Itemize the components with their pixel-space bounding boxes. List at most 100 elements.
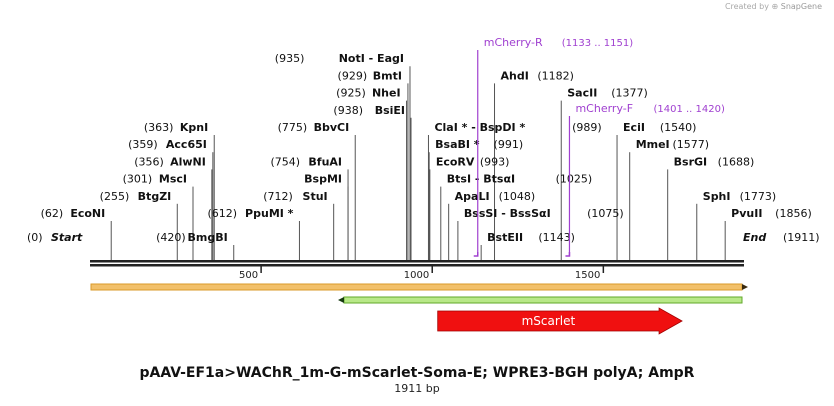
enzyme-site-acc65i[interactable]: Acc65I (359) xyxy=(128,138,207,151)
credit-brand: SnapGene xyxy=(780,2,822,11)
primer-name: mCherry-R xyxy=(484,36,543,49)
enzyme-site-alwni[interactable]: AlwNI (356) xyxy=(134,155,206,168)
enzyme-name: SphI xyxy=(703,190,731,203)
enzyme-name: BspMI xyxy=(304,173,342,186)
enzyme-pos: (712) xyxy=(263,190,293,203)
end-marker: End (1911) xyxy=(743,231,820,244)
enzyme-pos: (62) xyxy=(41,207,64,220)
enzyme-site-mmei[interactable]: MmeI(1577) xyxy=(636,138,709,151)
enzyme-pos: (938) xyxy=(333,104,363,117)
ruler-tick-label: 500 xyxy=(239,270,258,281)
enzyme-pos: (356) xyxy=(134,155,164,168)
enzyme-site-ecorv[interactable]: EcoRV (993) xyxy=(436,155,510,168)
enzyme-site-stui[interactable]: StuI (712) xyxy=(263,190,327,203)
ruler-tick-label: 1500 xyxy=(575,270,600,281)
enzyme-pos: (989) xyxy=(572,121,602,134)
enzyme-site-bmgbi[interactable]: BmgBI(420) xyxy=(156,231,228,244)
enzyme-pos: (359) xyxy=(128,138,158,151)
enzyme-site-sacii[interactable]: SacII(1377) xyxy=(567,87,648,100)
enzyme-name: BstEII xyxy=(487,231,523,244)
enzyme-site-bsrgi[interactable]: BsrGI (1688) xyxy=(674,155,755,168)
enzyme-site-pvuii[interactable]: PvuII(1856) xyxy=(731,207,812,220)
snapgene-credit: Created by ⊕ SnapGene xyxy=(725,2,822,11)
enzyme-pos: (363) xyxy=(144,121,174,134)
enzyme-pos: (1025) xyxy=(556,173,593,186)
enzyme-site-bspmi[interactable]: BspMI xyxy=(304,173,342,186)
enzyme-site-noti[interactable]: NotI - EagI (935) xyxy=(275,52,404,65)
enzyme-pos: (993) xyxy=(480,155,510,168)
enzyme-site-bbvci[interactable]: BbvCI(775) xyxy=(278,121,350,134)
enzyme-name: StuI xyxy=(303,190,328,203)
enzyme-site-btsi[interactable]: BtsI - BtsαI (1025) xyxy=(447,173,592,186)
plasmid-length: 1911 bp xyxy=(394,382,440,395)
enzyme-name: BmgBI xyxy=(188,231,228,244)
snapgene-logo-icon: ⊕ xyxy=(771,2,779,11)
start-label: Start xyxy=(51,231,83,244)
enzyme-pos: (925) xyxy=(336,87,366,100)
enzyme-site-apali[interactable]: ApaLI(1048) xyxy=(455,190,536,203)
enzyme-pos: (612) xyxy=(207,207,237,220)
enzyme-pos: (301) xyxy=(123,173,153,186)
enzyme-site-ppumi[interactable]: PpuMI * (612) xyxy=(207,207,293,220)
enzyme-site-bsssi[interactable]: BssSI - BssSαI(1075) xyxy=(464,207,624,220)
primer-name: mCherry-F xyxy=(575,102,633,115)
enzyme-pos: (1377) xyxy=(611,87,648,100)
enzyme-name: BsrGI xyxy=(674,155,707,168)
enzyme-pos: (1540) xyxy=(660,121,697,134)
orange-track xyxy=(90,283,748,291)
enzyme-name: EcoRV xyxy=(436,155,475,168)
enzyme-site-clai[interactable]: ClaI * - BspDI *(989) xyxy=(434,121,601,134)
enzyme-name: PpuMI * xyxy=(245,207,294,220)
enzyme-name: BtgZI xyxy=(138,190,172,203)
enzyme-pos: (1577) xyxy=(672,138,709,151)
enzyme-pos: (1182) xyxy=(537,69,574,82)
plasmid-title: pAAV-EF1a>WAChR_1m-G-mScarlet-Soma-E; WP… xyxy=(139,365,695,381)
enzyme-pos: (991) xyxy=(494,138,524,151)
feature-label: mScarlet xyxy=(522,314,576,328)
enzyme-site-bsteii[interactable]: BstEII(1143) xyxy=(487,231,575,244)
mscarlet-feature[interactable]: mScarlet xyxy=(437,307,683,335)
enzyme-name: PvuII xyxy=(731,207,762,220)
enzyme-name: AhdI xyxy=(501,69,529,82)
backbone-top xyxy=(90,260,744,263)
enzyme-site-msci[interactable]: MscI(301) xyxy=(123,173,187,186)
site-lines-group xyxy=(110,66,726,260)
enzyme-pos: (1773) xyxy=(740,190,777,203)
enzyme-site-sphi[interactable]: SphI (1773) xyxy=(703,190,776,203)
enzyme-pos: (935) xyxy=(275,52,305,65)
enzyme-site-ecii[interactable]: EciI (1540) xyxy=(623,121,696,134)
enzyme-pos: (1048) xyxy=(499,190,536,203)
enzyme-name: NheI xyxy=(372,87,401,100)
ruler-tick-label: 1000 xyxy=(404,270,429,281)
enzyme-site-ahdi[interactable]: AhdI (1182) xyxy=(501,69,574,82)
primer-mcherry-r[interactable]: mCherry-R(1133 .. 1151) xyxy=(473,36,634,257)
enzyme-site-bsabi[interactable]: BsaBI *(991) xyxy=(435,138,523,151)
enzyme-name: Acc65I xyxy=(166,138,207,151)
primer-mcherry-f[interactable]: mCherry-F(1401 .. 1420) xyxy=(565,102,725,257)
enzyme-site-bfuai[interactable]: BfuAI (754) xyxy=(270,155,342,168)
enzyme-name: AlwNI xyxy=(170,155,206,168)
enzyme-name: EciI xyxy=(623,121,645,134)
enzyme-name: BfuAI xyxy=(308,155,342,168)
enzyme-site-nhei[interactable]: NheI (925) xyxy=(336,87,400,100)
credit-prefix: Created by xyxy=(724,2,769,11)
enzyme-pos: (420) xyxy=(156,231,186,244)
enzyme-name: BssSI - BssSαI xyxy=(464,207,551,220)
enzyme-pos: (1688) xyxy=(718,155,755,168)
enzyme-site-bmti[interactable]: BmtI(929) xyxy=(338,69,402,82)
enzyme-pos: (754) xyxy=(270,155,300,168)
enzyme-site-econi[interactable]: EcoNI(62) xyxy=(41,207,106,220)
enzyme-site-kpni[interactable]: KpnI(363) xyxy=(144,121,208,134)
enzyme-name: BtsI - BtsαI xyxy=(447,173,515,186)
enzyme-site-btgzi[interactable]: BtgZI(255) xyxy=(100,190,172,203)
enzyme-site-bsiei[interactable]: BsiEI (938) xyxy=(333,104,405,117)
enzyme-name: NotI - EagI xyxy=(339,52,404,65)
enzyme-pos: (775) xyxy=(278,121,308,134)
enzyme-name: BsiEI xyxy=(375,104,405,117)
end-label: End xyxy=(743,231,766,244)
enzyme-pos: (929) xyxy=(338,69,368,82)
ruler-ticks: 500 1000 1500 xyxy=(239,266,605,281)
end-pos: (1911) xyxy=(783,231,820,244)
